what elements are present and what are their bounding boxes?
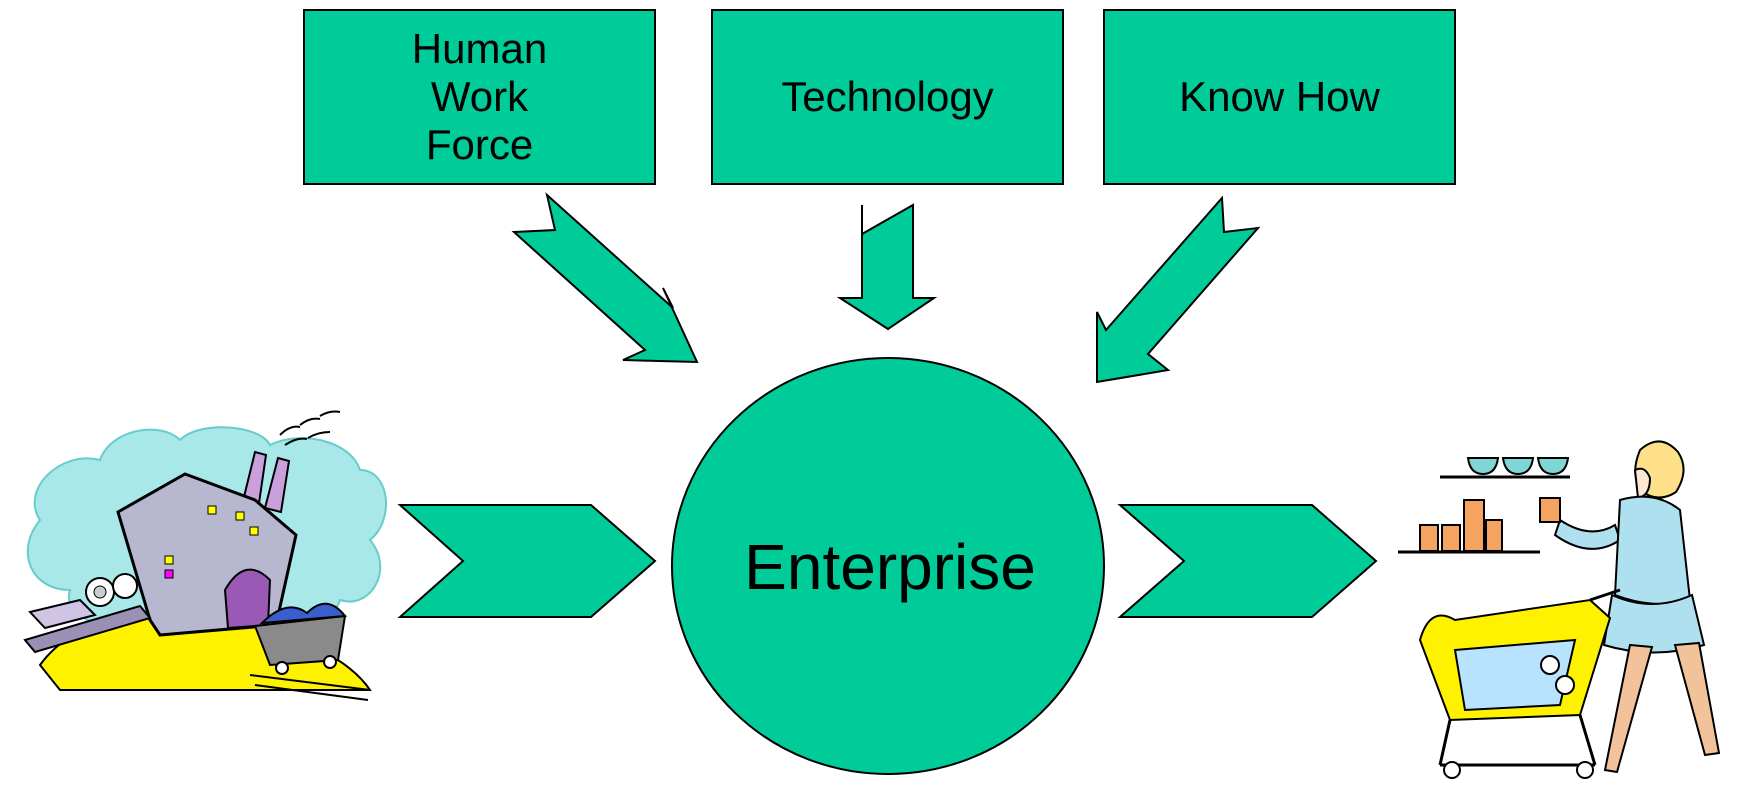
factory-illustration xyxy=(23,410,387,701)
human-work-force-line-2: Work xyxy=(430,73,529,120)
input-box-know-how: Know How xyxy=(1103,9,1456,185)
arrow-tech-to-enterprise xyxy=(836,203,938,331)
human-work-force-line-3: Force xyxy=(425,121,534,168)
chevron-left xyxy=(397,504,657,618)
arrow-know-to-enterprise xyxy=(1096,195,1261,384)
know-how-label: Know How xyxy=(1179,73,1380,120)
chevron-right xyxy=(1117,504,1378,618)
enterprise-label: Enterprise xyxy=(744,531,1036,603)
shopper-with-cart-illustration xyxy=(1398,440,1721,779)
human-work-force-line-1: Human xyxy=(411,25,548,72)
input-box-technology: Technology xyxy=(711,9,1064,185)
input-box-human-work-force: Human Work Force xyxy=(303,9,656,185)
arrow-human-to-enterprise xyxy=(511,192,699,364)
enterprise-circle xyxy=(671,357,1105,775)
technology-label: Technology xyxy=(781,73,994,120)
